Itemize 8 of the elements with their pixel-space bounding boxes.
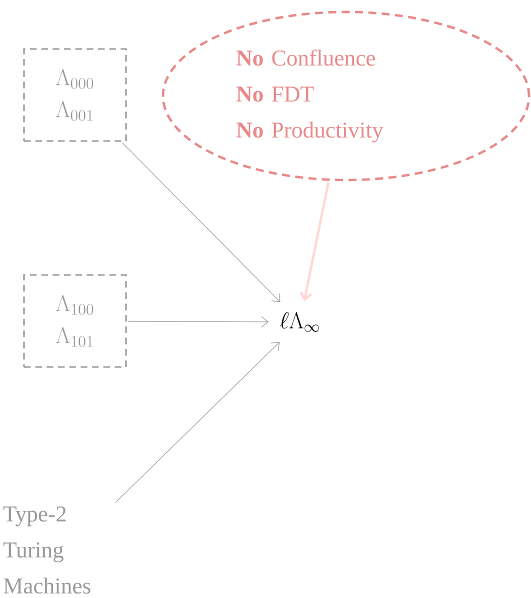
arrow	[300, 182, 330, 302]
arrow	[115, 342, 280, 503]
target-label: $\ell\Lambda_\infty$	[280, 312, 319, 332]
dashed-box: $\Lambda_{100}$ $\Lambda_{101}$	[23, 274, 127, 368]
arrow	[122, 142, 280, 302]
dashed-box: $\Lambda_{000}$ $\Lambda_{001}$	[23, 48, 127, 142]
arrow	[128, 316, 269, 328]
source-label: Type-2 Turing Machines	[3, 506, 90, 594]
